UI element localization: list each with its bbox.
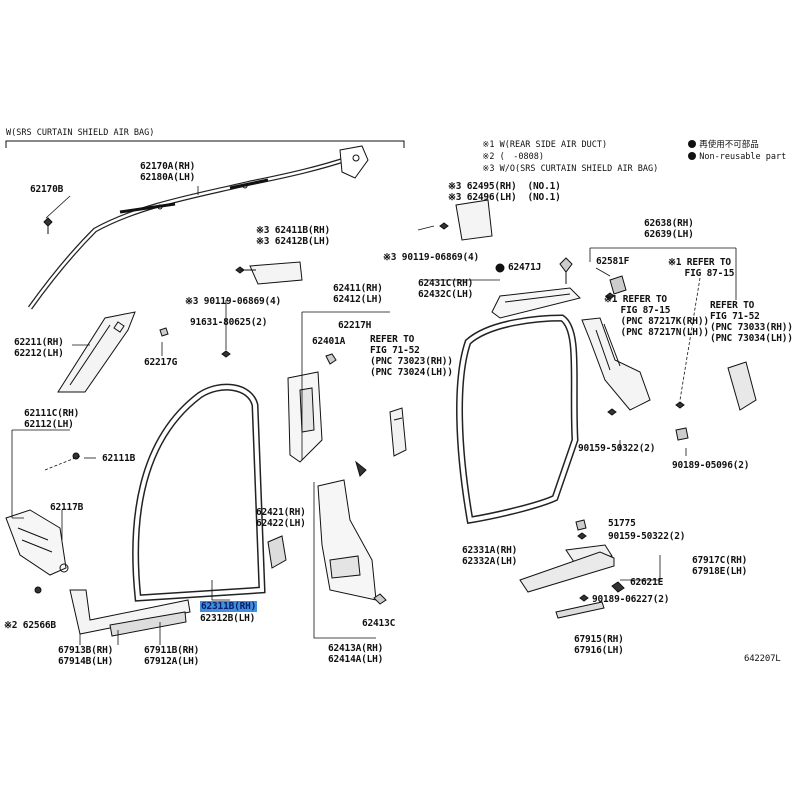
part-62311B-rh[interactable]: 62311B(RH) [200,601,258,612]
center-pillar-upper-garnish-drawing [287,311,407,477]
part-62111C[interactable]: 62111C(RH) 62112(LH) [24,408,80,430]
part-90119-06869-b[interactable]: ※3 90119-06869(4) [383,252,480,263]
legend-jp-text: 再使用不可部品 [699,140,759,150]
part-62411[interactable]: 62411(RH) 62412(LH) [333,283,383,305]
front-door-opening-weatherstrip-drawing [132,383,266,602]
legend-en: Non-reusable part [678,141,786,163]
front-scuff-plate-drawing [69,589,191,645]
part-90189-06227[interactable]: 90189-06227(2) [592,594,670,605]
roof-side-inner-garnish-drawing [581,247,757,441]
part-62566B[interactable]: ※2 62566B [4,620,56,631]
rear-scuff-plate-drawing [519,519,661,619]
part-62495[interactable]: ※3 62495(RH) (NO.1) ※3 62496(LH) (NO.1) [448,181,561,203]
part-90159-50322-a[interactable]: 90159-50322(2) [578,443,656,454]
part-62413C[interactable]: 62413C [362,618,396,629]
non-reusable-bullet-icon [688,152,697,160]
refer-fig-71-52-b[interactable]: REFER TO FIG 71-52 (PNC 73033(RH)) (PNC … [710,300,793,344]
note-2: ※2 ( -0808) [472,141,544,163]
part-90159-50322-b[interactable]: 90159-50322(2) [608,531,686,542]
part-62401A[interactable]: 62401A [312,336,346,347]
part-67913B[interactable]: 67913B(RH) 67914B(LH) [58,645,114,667]
part-62170B[interactable]: 62170B [30,184,64,195]
legend-en-text: Non-reusable part [699,152,787,162]
legend-jp: 再使用不可部品 [678,129,759,151]
part-90189-05096[interactable]: 90189-05096(2) [672,460,750,471]
part-67917C[interactable]: 67917C(RH) 67918E(LH) [692,555,748,577]
part-62111B[interactable]: 62111B [102,453,136,464]
part-62217H[interactable]: 62217H [338,320,372,331]
part-67915[interactable]: 67915(RH) 67916(LH) [574,634,624,656]
note-2-mark: ※2 [482,152,495,162]
part-62413A[interactable]: 62413A(RH) 62414A(LH) [328,643,384,665]
non-reusable-bullet-icon [688,140,697,148]
part-51775[interactable]: 51775 [608,518,636,529]
part-62217G[interactable]: 62217G [144,357,178,368]
part-91631-80625[interactable]: 91631-80625(2) [190,317,268,328]
part-62312B-lh[interactable]: 62312B(LH) [200,613,256,624]
part-62411B[interactable]: ※3 62411B(RH) ※3 62412B(LH) [256,225,330,247]
leader-lines [45,186,687,601]
highlighted-part-number[interactable]: 62311B(RH) [200,601,258,612]
note-2-text: ( -0808) [499,152,544,162]
note-3: ※3 W/O(SRS CURTAIN SHIELD AIR BAG) [472,153,658,175]
part-62581F[interactable]: 62581F [596,256,630,267]
rear-door-opening-weatherstrip-drawing [456,314,579,525]
part-62170A[interactable]: 62170A(RH) 62180A(LH) [140,161,196,183]
refer-fig-87-15-a[interactable]: ※1 REFER TO FIG 87-15 [668,257,735,279]
part-62211[interactable]: 62211(RH) 62212(LH) [14,337,64,359]
part-62638[interactable]: 62638(RH) 62639(LH) [644,218,694,240]
part-62117B[interactable]: 62117B [50,502,84,513]
center-pillar-lower-garnish-drawing [267,479,387,639]
part-62421[interactable]: 62421(RH) 62422(LH) [256,507,306,529]
front-pillar-garnish-drawing [57,311,169,393]
b-pillar-upper-cover-drawing [221,261,303,358]
rear-quarter-upper-garnish-drawing [439,199,581,319]
refer-fig-71-52-a[interactable]: REFER TO FIG 71-52 (PNC 73023(RH)) (PNC … [370,334,453,378]
part-62331A[interactable]: 62331A(RH) 62332A(LH) [462,545,518,567]
refer-fig-87-15-b[interactable]: ※1 REFER TO FIG 87-15 (PNC 87217K(RH)) (… [604,294,709,338]
note-1: ※1 W(REAR SIDE AIR DUCT) [472,129,607,151]
part-62431C[interactable]: 62431C(RH) 62432C(LH) [418,278,474,300]
curtain-airbag-drawing [27,145,369,310]
part-62621E[interactable]: 62621E [630,577,664,588]
part-62471J[interactable]: 62471J [508,262,542,273]
drawing-number: 642207L [744,654,781,664]
note-3-mark: ※3 [482,164,495,174]
note-1-text: W(REAR SIDE AIR DUCT) [499,140,608,150]
cowl-side-trim-drawing [5,429,81,594]
part-90119-06869-a[interactable]: ※3 90119-06869(4) [185,296,282,307]
variant-bracket [5,140,405,148]
note-3-text: W/O(SRS CURTAIN SHIELD AIR BAG) [499,164,659,174]
part-67911B[interactable]: 67911B(RH) 67912A(LH) [144,645,200,667]
variant-label: W(SRS CURTAIN SHIELD AIR BAG) [6,128,155,138]
note-1-mark: ※1 [482,140,495,150]
